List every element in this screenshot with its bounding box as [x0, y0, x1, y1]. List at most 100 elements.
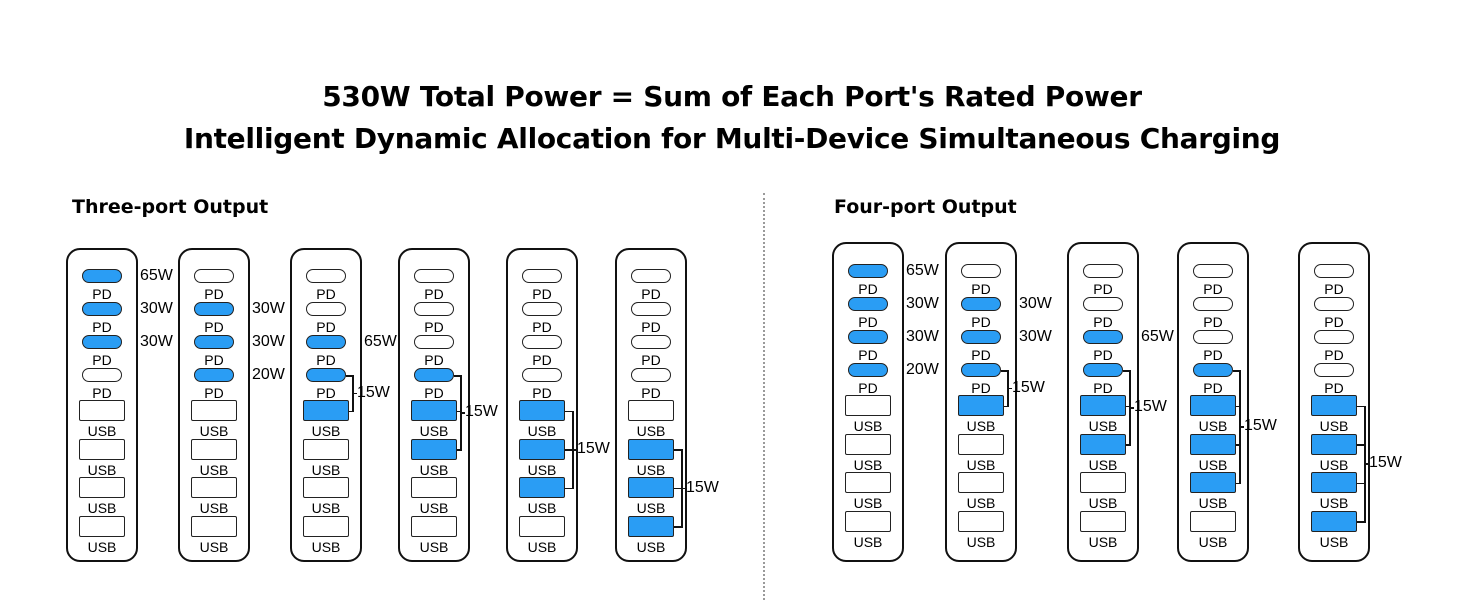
usb-port-label: USB — [636, 500, 666, 516]
pd-port-label: PD — [971, 380, 991, 396]
pd-port-icon — [414, 302, 454, 316]
usb-port-label: USB — [853, 456, 883, 473]
usb-port-icon — [1080, 433, 1126, 455]
shared-bracket-stub — [346, 375, 352, 377]
usb-port-icon — [1080, 395, 1126, 416]
shared-bracket-stub — [1357, 521, 1364, 523]
usb-port-icon — [79, 400, 125, 421]
pd-port-label: PD — [424, 286, 444, 302]
usb-port-icon — [303, 477, 349, 498]
charger-panel — [832, 242, 904, 562]
usb-port-label: USB — [636, 461, 666, 478]
usb-port-label: USB — [419, 423, 449, 439]
pd-wattage-label: 20W — [906, 361, 939, 378]
shared-bracket-stub — [1236, 444, 1239, 446]
pd-port-label: PD — [641, 286, 661, 302]
pd-wattage-label: 30W — [906, 328, 939, 345]
pd-port-icon — [194, 302, 234, 316]
pd-port-label: PD — [641, 319, 661, 335]
usb-port-label: USB — [636, 423, 666, 439]
pd-wattage-label: 65W — [140, 267, 173, 284]
usb-port-icon — [411, 477, 457, 498]
pd-port-label: PD — [92, 286, 112, 302]
pd-port-icon — [848, 363, 888, 377]
pd-port-label: PD — [1203, 314, 1223, 330]
pd-port-label: PD — [1093, 314, 1113, 330]
shared-wattage-label: 15W — [1369, 454, 1402, 472]
pd-wattage-label: 30W — [1019, 328, 1052, 345]
shared-bracket-stub — [1126, 405, 1129, 407]
pd-port-icon — [1193, 297, 1233, 311]
pd-port-label: PD — [971, 281, 991, 297]
usb-port-label: USB — [527, 500, 557, 516]
shared-bracket-stub — [457, 410, 460, 412]
pd-port-label: PD — [532, 385, 552, 401]
pd-port-icon — [1193, 330, 1233, 344]
pd-port-icon — [961, 363, 1001, 377]
shared-wattage-label: 15W — [465, 403, 498, 420]
usb-port-icon — [1190, 510, 1236, 532]
shared-bracket-stub — [565, 449, 572, 451]
pd-port-icon — [82, 269, 122, 283]
usb-port-label: USB — [636, 538, 666, 555]
section-title-three-port: Three-port Output — [72, 196, 269, 218]
shared-wattage-label: 15W — [686, 478, 719, 496]
usb-port-icon — [1311, 472, 1357, 493]
pd-port-label: PD — [1203, 281, 1223, 297]
pd-port-icon — [1193, 264, 1233, 278]
shared-bracket-stub — [565, 487, 572, 489]
pd-port-icon — [1314, 363, 1354, 377]
shared-bracket-stub — [454, 375, 460, 377]
pd-port-icon — [414, 335, 454, 349]
pd-wattage-label: 30W — [906, 295, 939, 312]
pd-port-icon — [1083, 330, 1123, 344]
pd-port-label: PD — [858, 281, 878, 297]
pd-port-label: PD — [92, 319, 112, 335]
pd-port-icon — [306, 302, 346, 316]
usb-port-icon — [1311, 510, 1357, 532]
shared-bracket-stub — [1123, 370, 1129, 372]
shared-bracket-stub — [1236, 405, 1239, 407]
pd-port-label: PD — [641, 385, 661, 401]
usb-port-icon — [845, 395, 891, 416]
pd-port-label: PD — [858, 314, 878, 330]
pd-port-label: PD — [424, 385, 444, 401]
usb-port-icon — [958, 472, 1004, 493]
usb-port-label: USB — [311, 500, 341, 516]
pd-port-icon — [82, 368, 122, 382]
usb-port-icon — [79, 515, 125, 537]
pd-port-icon — [848, 264, 888, 278]
pd-port-icon — [631, 335, 671, 349]
pd-port-label: PD — [858, 347, 878, 363]
usb-port-label: USB — [311, 461, 341, 478]
pd-port-icon — [1083, 264, 1123, 278]
shared-bracket-tick — [352, 392, 357, 395]
usb-port-icon — [411, 438, 457, 460]
usb-port-label: USB — [419, 461, 449, 478]
shared-bracket-stub — [349, 410, 352, 412]
shared-bracket-tick — [681, 487, 686, 489]
usb-port-icon — [845, 510, 891, 532]
pd-port-label: PD — [1093, 347, 1113, 363]
pd-port-label: PD — [858, 380, 878, 396]
usb-port-label: USB — [1198, 533, 1228, 550]
pd-port-label: PD — [316, 286, 336, 302]
pd-port-icon — [194, 368, 234, 382]
usb-port-label: USB — [1198, 418, 1228, 434]
shared-bracket-stub — [457, 449, 460, 451]
usb-port-label: USB — [1088, 495, 1118, 511]
usb-port-label: USB — [87, 461, 117, 478]
usb-port-icon — [1190, 433, 1236, 455]
usb-port-icon — [411, 515, 457, 537]
pd-port-label: PD — [92, 352, 112, 368]
usb-port-label: USB — [419, 538, 449, 555]
usb-port-label: USB — [853, 495, 883, 511]
usb-port-label: USB — [87, 500, 117, 516]
pd-port-label: PD — [204, 319, 224, 335]
pd-port-icon — [522, 368, 562, 382]
usb-port-label: USB — [527, 538, 557, 555]
shared-wattage-label: 15W — [577, 440, 610, 457]
usb-port-icon — [303, 400, 349, 421]
pd-port-icon — [1314, 297, 1354, 311]
usb-port-label: USB — [87, 423, 117, 439]
